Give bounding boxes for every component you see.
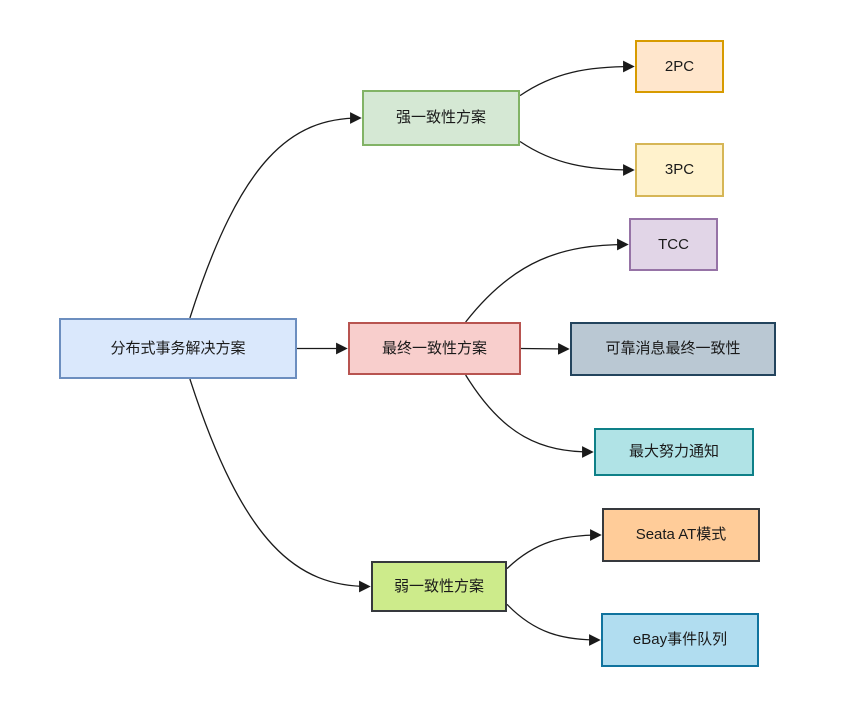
node-label-tcc: TCC — [658, 235, 689, 253]
node-label-reliable-message: 可靠消息最终一致性 — [605, 340, 741, 357]
edge-root-to-weak-consistency — [189, 378, 371, 593]
edge-root-to-strong-consistency — [189, 112, 362, 319]
node-ebay-event-queue[interactable]: eBay事件队列 — [601, 613, 759, 667]
node-label-best-effort-notification: 最大努力通知 — [628, 443, 719, 460]
node-seata-at-mode[interactable]: Seata AT模式 — [602, 508, 760, 562]
node-root[interactable]: 分布式事务解决方案 — [59, 318, 297, 379]
node-weak-consistency[interactable]: 弱一致性方案 — [371, 561, 507, 612]
edge-eventual-consistency-to-reliable-message — [520, 343, 570, 355]
node-label-weak-consistency: 弱一致性方案 — [393, 577, 484, 595]
edge-weak-consistency-to-ebay-event-queue — [506, 603, 601, 646]
node-two-pc[interactable]: 2PC — [635, 40, 724, 93]
node-label-strong-consistency: 强一致性方案 — [395, 109, 486, 126]
edge-weak-consistency-to-seata-at-mode — [506, 529, 602, 570]
node-label-root: 分布式事务解决方案 — [110, 339, 246, 357]
node-label-eventual-consistency: 最终一致性方案 — [381, 339, 487, 357]
node-label-two-pc: 2PC — [664, 57, 695, 75]
node-three-pc[interactable]: 3PC — [635, 143, 724, 197]
node-label-seata-at-mode: Seata AT模式 — [635, 526, 727, 543]
edge-strong-consistency-to-three-pc — [519, 140, 635, 176]
node-best-effort-notification[interactable]: 最大努力通知 — [594, 428, 754, 476]
edge-eventual-consistency-to-best-effort-notification — [465, 374, 594, 458]
node-label-three-pc: 3PC — [664, 161, 695, 178]
node-strong-consistency[interactable]: 强一致性方案 — [362, 90, 520, 146]
node-label-ebay-event-queue: eBay事件队列 — [632, 631, 728, 648]
edge-strong-consistency-to-two-pc — [519, 60, 635, 97]
node-eventual-consistency[interactable]: 最终一致性方案 — [348, 322, 521, 375]
edge-eventual-consistency-to-tcc — [465, 238, 629, 323]
node-reliable-message[interactable]: 可靠消息最终一致性 — [570, 322, 776, 376]
node-tcc[interactable]: TCC — [629, 218, 718, 271]
